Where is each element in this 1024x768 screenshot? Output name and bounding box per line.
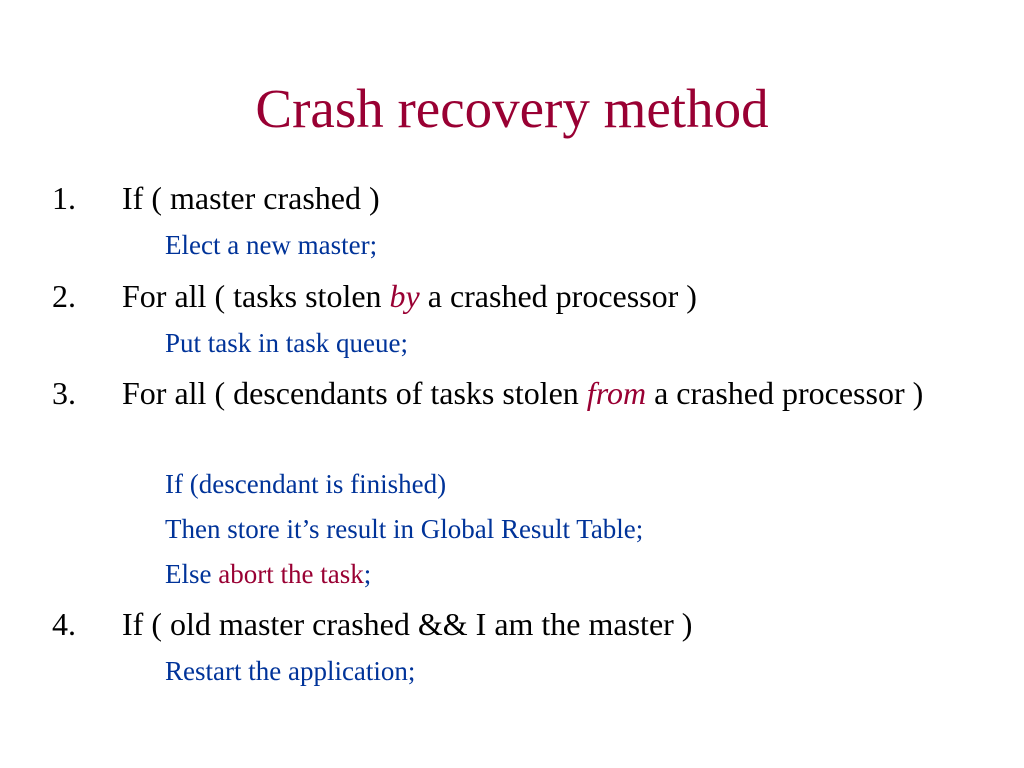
item-text-before: For all ( descendants of tasks stolen (122, 375, 587, 411)
item-number: 1. (52, 180, 76, 216)
item-text: For all ( tasks stolen by a crashed proc… (122, 275, 982, 317)
item-text: For all ( descendants of tasks stolen fr… (122, 372, 982, 414)
item-emphasis: from (586, 375, 647, 411)
item-text: If ( master crashed ) (122, 180, 380, 216)
item-text-after: a crashed processor ) (419, 278, 697, 314)
sub-line-elect-master: Elect a new master; (165, 230, 378, 260)
item-number: 4. (52, 606, 76, 642)
sub-line-else-abort: Else abort the task; (165, 558, 371, 590)
sub-line-if-finished: If (descendant is finished) (165, 469, 447, 499)
item-number: 3. (52, 375, 76, 411)
item-emphasis: by (389, 278, 420, 314)
item-text-before: For all ( tasks stolen (122, 278, 390, 314)
sub-line-put-task: Put task in task queue; (165, 328, 408, 358)
sub-line-restart: Restart the application; (165, 656, 416, 686)
slide-title: Crash recovery method (255, 78, 769, 139)
item-number: 2. (52, 278, 76, 314)
sub-abort-accent: abort the task (218, 559, 364, 589)
sub-line-store-result: Then store it’s result in Global Result … (165, 514, 644, 544)
item-text-after: a crashed processor ) (646, 375, 924, 411)
sub-else-suffix: ; (363, 559, 372, 589)
item-text: If ( old master crashed && I am the mast… (122, 606, 693, 642)
sub-else-prefix: Else (165, 559, 219, 589)
